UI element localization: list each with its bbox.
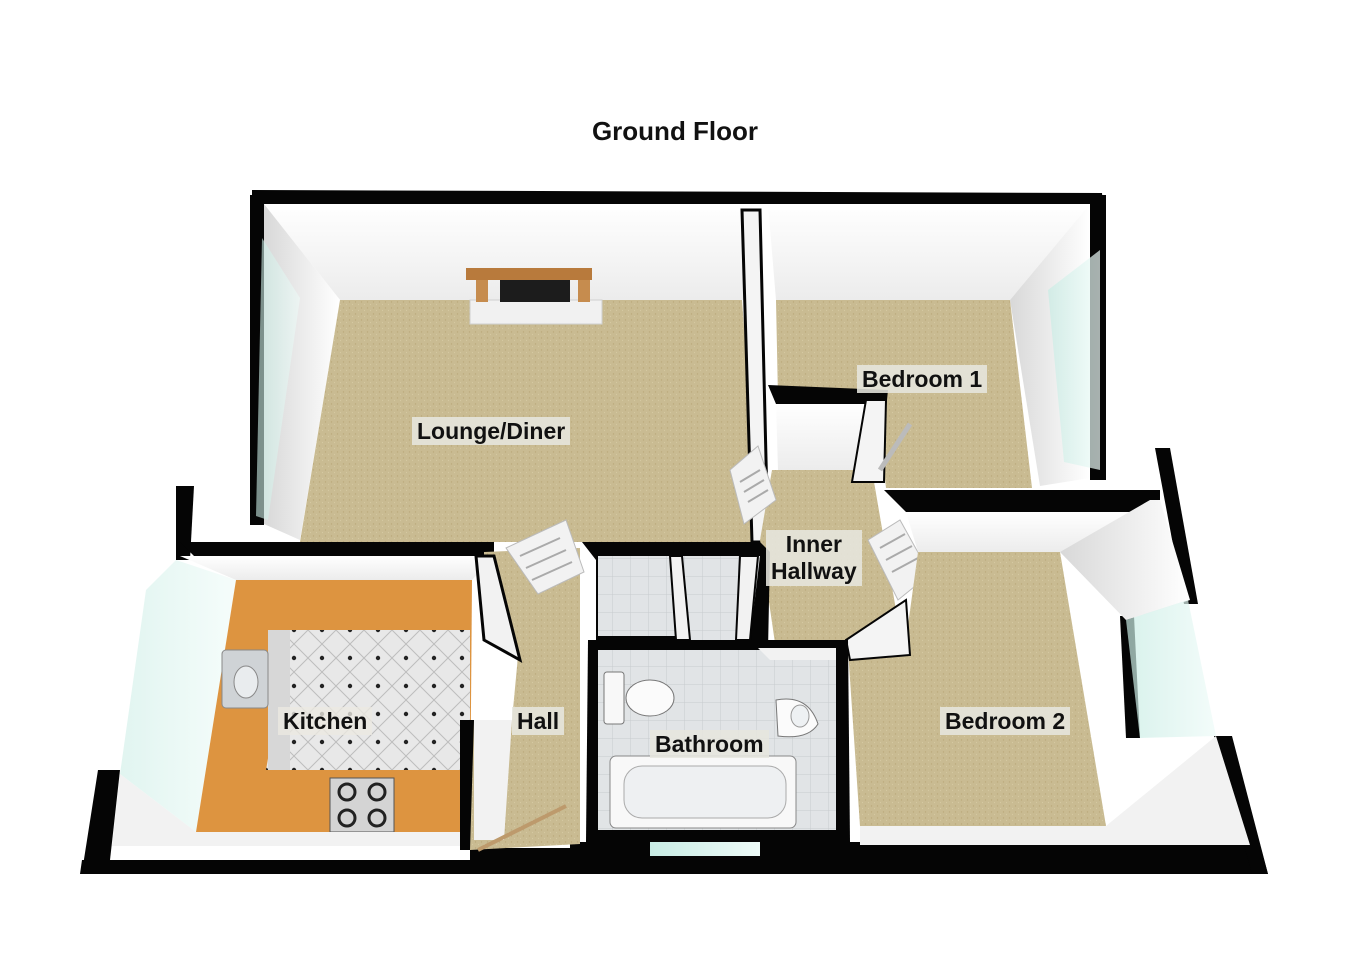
- basin-icon: [775, 698, 819, 738]
- bedroom-2: [844, 490, 1250, 845]
- sink-icon: [221, 649, 269, 709]
- toilet-icon: [603, 671, 675, 725]
- door-icon: [729, 445, 777, 525]
- lounge-diner: [256, 204, 770, 544]
- hob-icon: [329, 777, 395, 833]
- room-label-inner-hallway: Inner Hallway: [766, 530, 862, 586]
- fireplace-icon: [466, 268, 603, 325]
- room-label-hall: Hall: [512, 707, 565, 735]
- room-label-kitchen: Kitchen: [278, 707, 373, 735]
- room-label-lounge-diner: Lounge/Diner: [412, 417, 571, 445]
- door-icon: [505, 519, 585, 595]
- room-label-inner-hallway-line1: Inner: [785, 531, 842, 557]
- room-label-bathroom: Bathroom: [650, 730, 769, 758]
- bedroom-1: [768, 204, 1100, 488]
- kitchen: [112, 542, 494, 850]
- outer-walls: [80, 190, 1268, 874]
- room-label-bedroom-2: Bedroom 2: [940, 707, 1071, 735]
- floor-title: Ground Floor: [591, 116, 759, 146]
- room-label-inner-hallway-line2: Hallway: [771, 558, 857, 584]
- room-label-bedroom-1: Bedroom 1: [857, 365, 988, 393]
- bath-icon: [609, 755, 797, 829]
- hall: [470, 519, 585, 852]
